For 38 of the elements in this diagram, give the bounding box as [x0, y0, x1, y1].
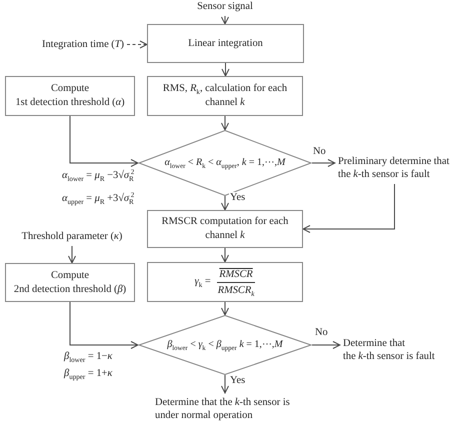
- flow-text: Integration time (T): [42, 38, 124, 51]
- arrow: [302, 184, 395, 233]
- process-box: [147, 24, 304, 63]
- box-text: Compute 1st detection threshold (α): [15, 82, 125, 110]
- process-box: [147, 262, 303, 302]
- process-box: [147, 210, 303, 248]
- arrow: [221, 374, 229, 394]
- dashed-arrow: [126, 40, 148, 48]
- condition-text: β$_{lower}$ < γ$_{k}$ < β$_{upper}$ k = 1,⋯,M: [167, 339, 283, 351]
- process-box: [147, 76, 303, 116]
- arrow: [312, 159, 336, 167]
- box-text: Linear integration: [188, 36, 263, 50]
- flow-text: Determine that the k-th sensor is under normal operation: [155, 396, 305, 422]
- arrow: [70, 116, 138, 167]
- formula-text: γ$_{k}$ =: [194, 275, 211, 289]
- arrow: [221, 302, 229, 316]
- formula-text: β$_{lower}$ = 1−κ: [64, 350, 112, 364]
- flow-text: Preliminary determine that the k-th sensor is fault: [338, 155, 451, 181]
- arrow: [221, 16, 229, 24]
- formula-text: β$_{upper}$ = 1+κ: [64, 367, 112, 381]
- box-text: RMSCR computation for each channel k: [160, 215, 290, 243]
- process-box: [5, 76, 135, 116]
- box-text: Compute 2nd detection threshold (β): [14, 268, 126, 296]
- arrow: [312, 341, 340, 349]
- arrow: [222, 62, 230, 76]
- condition-text: α$_{lower}$ < R$_{k}$ < α$_{upper}$, k = 1,⋯,M: [164, 157, 286, 169]
- flow-text: Determine that the k-th sensor is fault: [343, 337, 435, 363]
- arrow: [221, 248, 229, 262]
- arrow: [70, 302, 138, 349]
- arrow: [221, 116, 229, 130]
- numerator-text: RMSCR: [218, 268, 254, 282]
- denominator-text: RMSCR$_{k}$: [216, 282, 256, 296]
- arrow: [68, 246, 76, 264]
- arrow: [221, 196, 229, 210]
- flow-text: Sensor signal: [197, 0, 253, 13]
- process-box: [5, 263, 135, 302]
- flow-text: Threshold parameter (κ): [22, 230, 122, 243]
- box-text: RMS, R$_{k}$, calculation for each channel k: [162, 82, 288, 110]
